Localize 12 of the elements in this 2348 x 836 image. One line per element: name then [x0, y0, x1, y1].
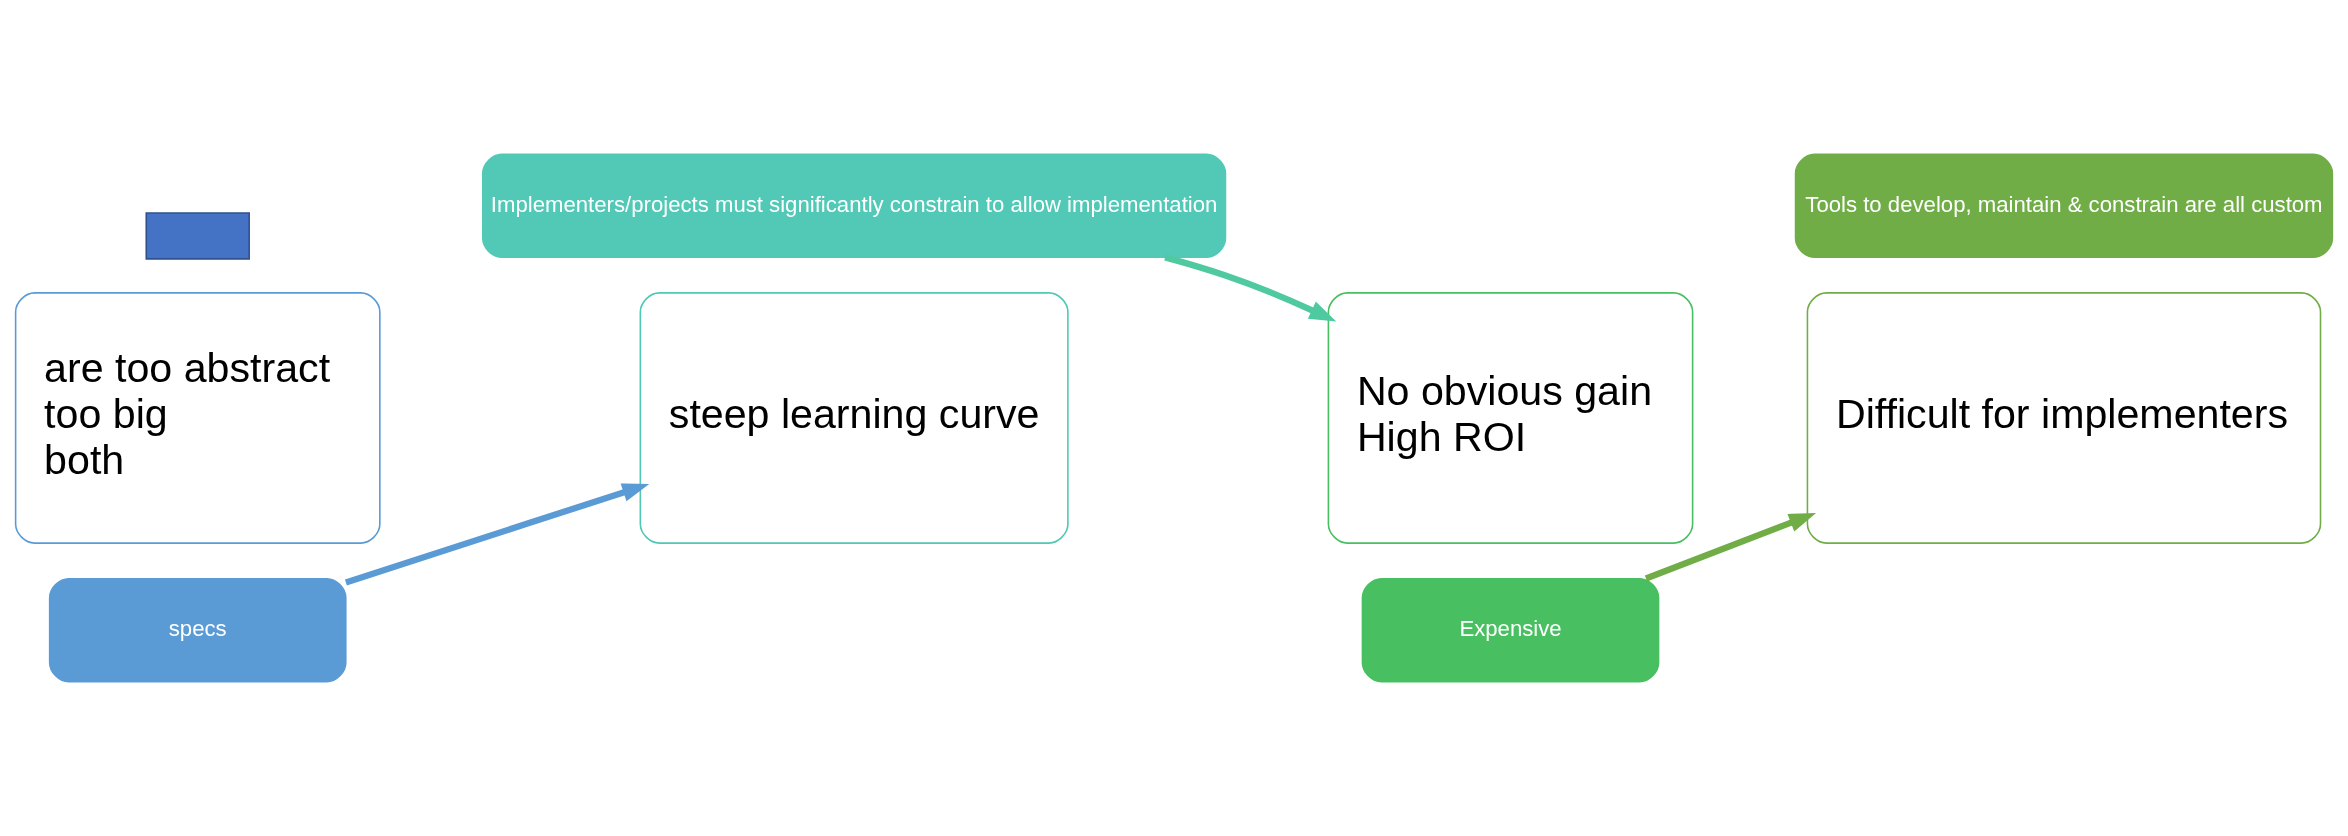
node-box: Difficult for implementers [1806, 292, 2322, 544]
node-box: Expensive [1361, 577, 1660, 683]
arrow [1644, 513, 1817, 582]
arrow [344, 483, 650, 586]
node-box: are too abstract too big both [14, 292, 381, 544]
node-box: steep learning curve [639, 292, 1069, 544]
node-box: No obvious gain High ROI [1327, 292, 1694, 544]
arrow [1164, 254, 1337, 322]
node-box: Tools to develop, maintain & constrain are all custom [1794, 153, 2334, 259]
node-box: Implementers/projects must significantly constrain to allow implementation [481, 153, 1227, 259]
node-box: specs [48, 577, 347, 683]
node-bar [145, 212, 250, 260]
